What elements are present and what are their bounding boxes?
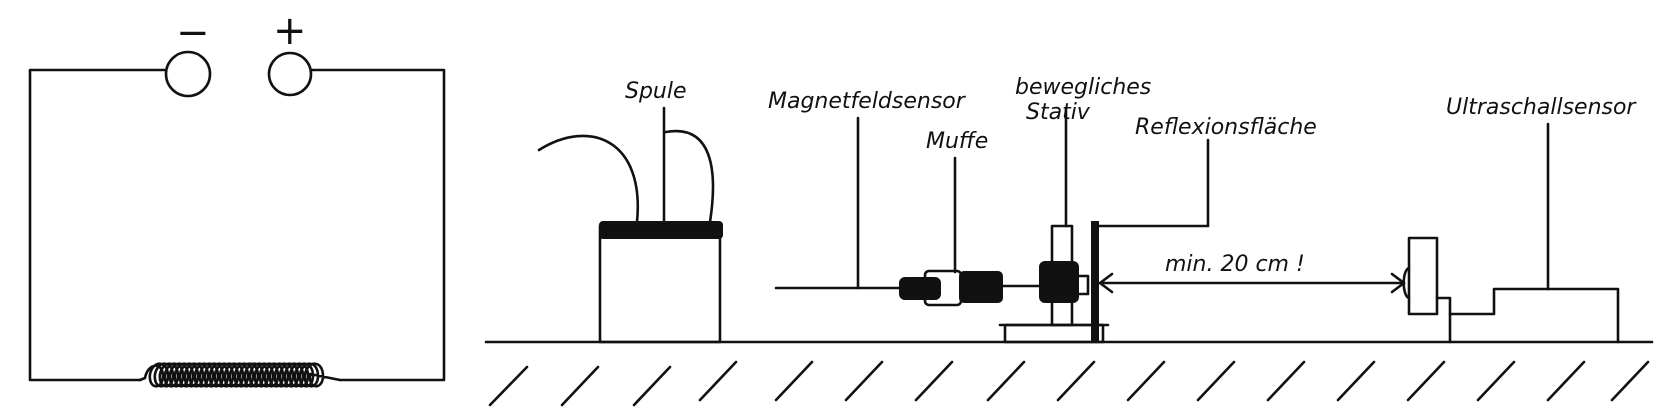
movable-stand: bewegliches Stativ — [998, 75, 1151, 344]
wire-left — [28, 68, 168, 382]
plus-sign: + — [273, 8, 307, 54]
reflexionsflaeche-label: Reflexionsfläche — [1135, 115, 1317, 140]
reflexionsflaeche-leader-line — [1096, 138, 1210, 228]
coil-cable-left — [537, 134, 640, 224]
magnetfeldsensor-label: Magnetfeldsensor — [768, 89, 967, 114]
circuit-diagram: − + — [28, 8, 446, 388]
negative-terminal — [164, 50, 212, 98]
stativ-label-line2: Stativ — [1026, 100, 1091, 125]
distance-arrowhead-left — [1098, 272, 1114, 294]
stand-base — [1003, 323, 1105, 344]
magnetic-sensor-assembly: Magnetfeldsensor Muffe — [768, 89, 1046, 307]
coil-symbol — [138, 362, 342, 388]
ground-hatching — [488, 360, 1650, 407]
stand-clamp-screw — [1074, 274, 1090, 296]
distance-label: min. 20 cm ! — [1165, 252, 1305, 277]
coil-body — [598, 224, 722, 344]
ultrasonic-sensor: Ultraschallsensor — [1402, 95, 1637, 344]
ultraschallsensor-label: Ultraschallsensor — [1446, 95, 1637, 120]
sensor-head — [899, 277, 941, 300]
ground — [484, 340, 1654, 407]
coil-winding-band — [599, 221, 723, 239]
muffe-label: Muffe — [926, 129, 988, 154]
sensor-membrane — [1402, 266, 1411, 300]
positive-terminal — [267, 51, 313, 97]
spule-label: Spule — [625, 79, 687, 104]
muffe-body — [959, 271, 1003, 303]
sensor-stand — [1435, 287, 1620, 344]
minus-sign: − — [176, 10, 210, 56]
coil-apparatus: Spule — [537, 79, 723, 344]
coil-cable-right — [664, 129, 715, 224]
stativ-label-line1: bewegliches — [1015, 75, 1151, 100]
sensor-housing — [1407, 236, 1439, 316]
wire-right — [309, 68, 446, 382]
reflection-surface: Reflexionsfläche — [1091, 115, 1317, 343]
stand-clamp — [1039, 261, 1079, 303]
distance-indicator: min. 20 cm ! — [1098, 252, 1406, 294]
reflection-plate — [1091, 221, 1099, 343]
